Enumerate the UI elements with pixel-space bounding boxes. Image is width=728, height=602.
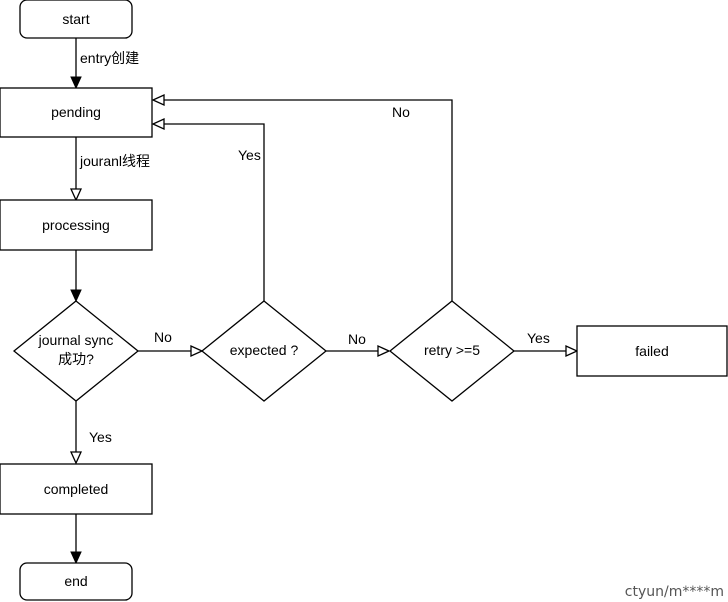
- node-start: start: [19, 0, 133, 39]
- node-completed: completed: [0, 463, 153, 515]
- edge-label-expected-no: No: [348, 331, 366, 347]
- node-end: end: [19, 562, 133, 601]
- edge-retry-pending: [151, 93, 453, 301]
- node-failed: failed: [576, 325, 728, 377]
- edge-expected-retry: [326, 344, 391, 358]
- node-journal-sync-label-line2: 成功?: [58, 351, 94, 367]
- edge-expected-pending: [151, 117, 265, 301]
- edge-retry-failed: [514, 344, 579, 358]
- edge-label-retry-no: No: [392, 104, 410, 120]
- node-expected: expected ?: [200, 300, 328, 402]
- node-end-label: end: [64, 573, 87, 589]
- node-journal-sync-label-line1: journal sync: [38, 332, 114, 348]
- node-pending: pending: [0, 87, 153, 138]
- node-retry-label: retry >=5: [424, 342, 480, 358]
- node-failed-label: failed: [635, 343, 668, 359]
- edge-label-journal-thread: jouranl线程: [79, 153, 150, 169]
- edge-pending-processing: [69, 137, 83, 202]
- edge-start-pending: [70, 38, 82, 90]
- edge-completed-end: [70, 514, 82, 565]
- edge-label-retry-yes: Yes: [527, 330, 550, 346]
- edge-label-sync-no: No: [154, 329, 172, 345]
- watermark: ctyun/m****m: [624, 584, 724, 600]
- edge-sync-completed: [69, 401, 83, 465]
- node-start-label: start: [62, 11, 89, 27]
- node-journal-sync: journal sync 成功?: [12, 300, 140, 402]
- node-completed-label: completed: [44, 481, 109, 497]
- node-processing-label: processing: [42, 217, 110, 233]
- edge-processing-sync: [70, 250, 82, 303]
- edge-label-sync-yes: Yes: [89, 429, 112, 445]
- edge-label-entry-create: entry创建: [80, 50, 139, 66]
- node-processing: processing: [0, 199, 153, 251]
- node-retry: retry >=5: [388, 300, 516, 402]
- node-expected-label: expected ?: [230, 342, 299, 358]
- node-pending-label: pending: [51, 104, 101, 120]
- edge-sync-expected: [138, 344, 204, 358]
- edge-label-expected-yes: Yes: [238, 147, 261, 163]
